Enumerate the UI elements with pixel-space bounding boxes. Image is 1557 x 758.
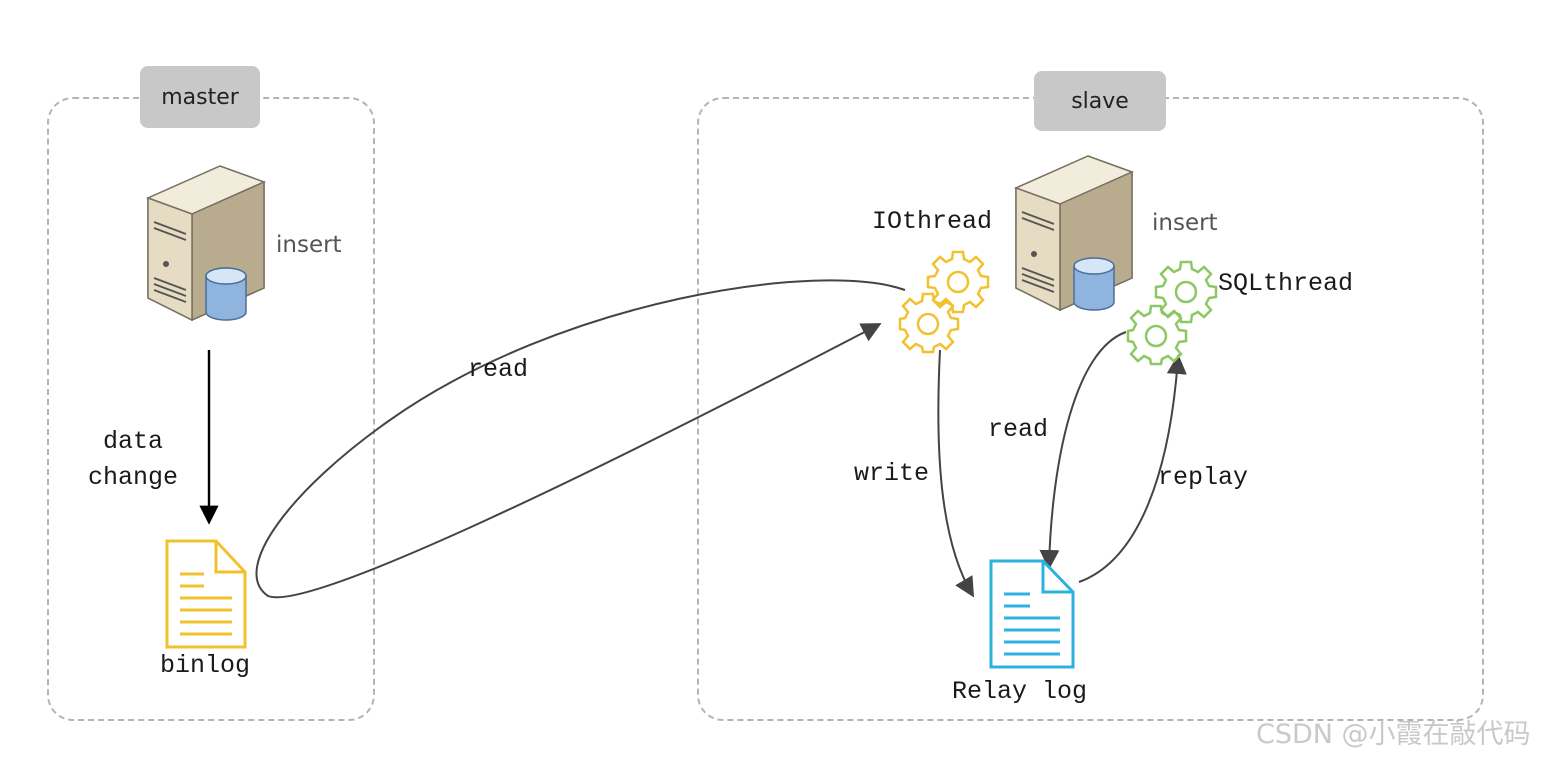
sql-thread-label: SQLthread [1218,269,1354,298]
io-thread-label: IOthread [872,207,993,236]
read-arrow [1039,331,1127,570]
replay-label: replay [1158,463,1249,492]
slave-server-icon [1013,155,1135,312]
flow-read-label: read [468,355,529,384]
write-label: write [854,459,930,488]
replay-arrow [1078,354,1187,583]
sql-thread-gear-icon [1126,260,1218,366]
slave-read-label: read [988,415,1049,444]
watermark: CSDN @小霞在敲代码 [1256,719,1531,750]
master-insert-label: insert [276,232,342,258]
data-change-label: data change [88,427,179,492]
master-tag: master [140,66,260,128]
slave-tag: slave [1034,71,1166,131]
relay-log-label: Relay log [952,677,1088,706]
write-arrow [937,349,975,598]
read-loop-arrow [255,279,906,599]
binlog-document-icon [165,539,247,649]
master-server-icon [145,165,267,322]
io-thread-gear-icon [898,250,990,354]
slave-insert-label: insert [1152,210,1218,236]
relay-log-document-icon [989,559,1075,669]
binlog-label: binlog [160,651,251,680]
